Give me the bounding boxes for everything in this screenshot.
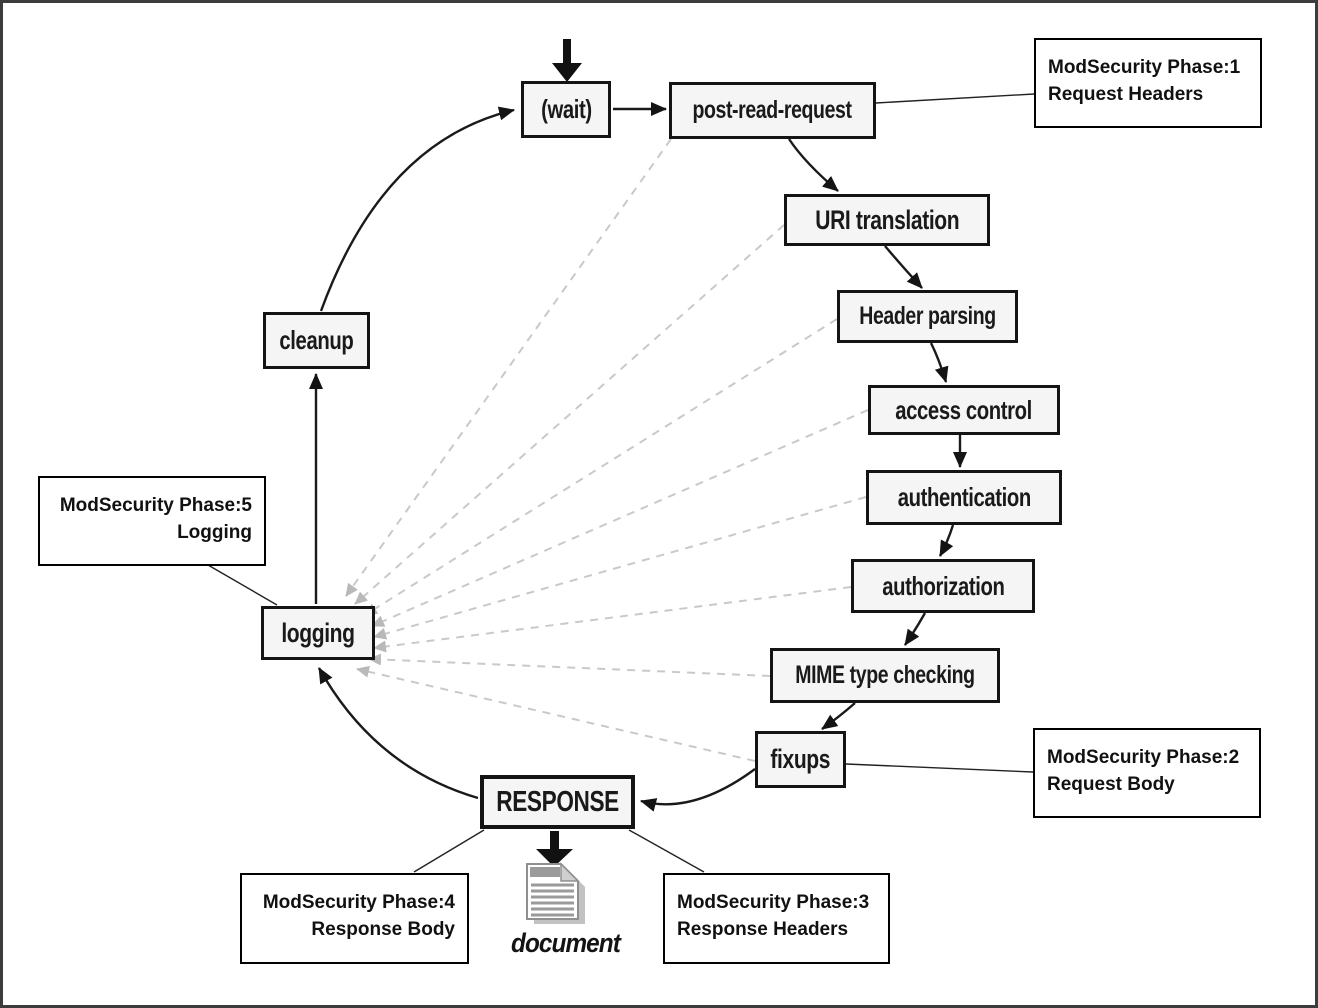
- annotation-phase3-line1: ModSecurity Phase:3: [677, 892, 870, 913]
- node-post-read-request: post-read-request: [669, 82, 876, 139]
- arrow-response-to-logging: [317, 667, 479, 800]
- node-authentication: authentication: [866, 470, 1062, 525]
- annotation-phase2-line1: ModSecurity Phase:2: [1047, 747, 1240, 768]
- annotation-phase3-line2: Response Headers: [677, 918, 849, 940]
- node-cleanup-label: cleanup: [279, 325, 354, 355]
- annotation-phase2: ModSecurity Phase:2 Request Body: [1033, 728, 1261, 818]
- node-access-control: access control: [868, 385, 1060, 435]
- line-response-to-phase4: [413, 829, 485, 873]
- annotation-phase4-line1: ModSecurity Phase:4: [262, 892, 455, 913]
- diagram-connections: [207, 39, 1035, 924]
- dashed-fixups-to-logging: [356, 665, 756, 762]
- dashed-authentication-to-logging: [373, 496, 867, 640]
- node-fixups: fixups: [755, 731, 846, 788]
- annotation-phase1-line2: Request Headers: [1048, 83, 1204, 105]
- line-response-to-phase3: [628, 829, 705, 873]
- line-fixups-to-phase2: [845, 763, 1034, 773]
- arrow-header-parsing-to-access-control: [929, 342, 949, 383]
- response-to-document-arrow: [536, 831, 573, 867]
- node-uri-translation-label: URI translation: [815, 204, 959, 235]
- dashed-authorization-to-logging: [373, 586, 852, 653]
- node-access-control-label: access control: [895, 394, 1033, 425]
- annotation-phase1-line1: ModSecurity Phase:1: [1048, 57, 1241, 78]
- annotation-phase4-line2: Response Body: [311, 918, 455, 940]
- line-phase5-to-logging: [207, 564, 278, 606]
- arrow-mime-type-checking-to-fixups: [821, 702, 856, 730]
- node-authorization: authorization: [851, 559, 1035, 613]
- document-label: document: [511, 928, 621, 958]
- entry-arrow: [552, 39, 582, 82]
- arrow-post-read-request-to-uri-translation: [788, 138, 839, 192]
- arrow-fixups-to-response: [640, 768, 756, 812]
- node-logging: logging: [261, 606, 375, 660]
- node-mime-type-checking: MIME type checking: [770, 648, 1000, 703]
- arrow-authentication-to-authorization: [938, 524, 955, 557]
- node-mime-type-checking-label: MIME type checking: [795, 661, 975, 689]
- node-response: RESPONSE: [480, 775, 635, 829]
- dashed-post-read-request-to-logging: [345, 138, 672, 597]
- document-icon: [526, 862, 585, 924]
- dashed-mime-type-checking-to-logging: [368, 653, 771, 677]
- annotation-phase2-line2: Request Body: [1047, 773, 1175, 795]
- node-fixups-label: fixups: [770, 744, 831, 774]
- node-uri-translation: URI translation: [784, 194, 990, 246]
- node-wait: (wait): [521, 81, 611, 138]
- annotation-phase5: ModSecurity Phase:5 Logging: [38, 476, 266, 566]
- annotation-phase5-line1: ModSecurity Phase:5: [59, 495, 252, 516]
- dashed-header-parsing-to-logging: [364, 318, 838, 616]
- node-authentication-label: authentication: [897, 482, 1031, 512]
- node-response-label: RESPONSE: [496, 785, 619, 818]
- dashed-uri-translation-to-logging: [354, 224, 785, 605]
- node-cleanup: cleanup: [263, 312, 370, 369]
- annotation-phase3: ModSecurity Phase:3 Response Headers: [663, 873, 890, 964]
- node-wait-label: (wait): [540, 94, 592, 124]
- annotation-phase1: ModSecurity Phase:1 Request Headers: [1034, 38, 1262, 128]
- node-header-parsing-label: Header parsing: [859, 302, 996, 330]
- line-post-read-request-to-phase1: [875, 93, 1035, 104]
- node-post-read-request-label: post-read-request: [692, 96, 853, 124]
- arrow-authorization-to-mime-type-checking: [904, 612, 927, 646]
- node-authorization-label: authorization: [881, 570, 1005, 601]
- node-logging-label: logging: [281, 617, 355, 648]
- dashed-access-control-to-logging: [371, 409, 869, 627]
- annotation-phase4: ModSecurity Phase:4 Response Body: [240, 873, 469, 964]
- annotation-phase5-line2: Logging: [177, 521, 252, 543]
- node-header-parsing: Header parsing: [837, 290, 1018, 343]
- arrow-cleanup-to-wait: [319, 106, 515, 312]
- arrow-uri-translation-to-header-parsing: [884, 245, 923, 289]
